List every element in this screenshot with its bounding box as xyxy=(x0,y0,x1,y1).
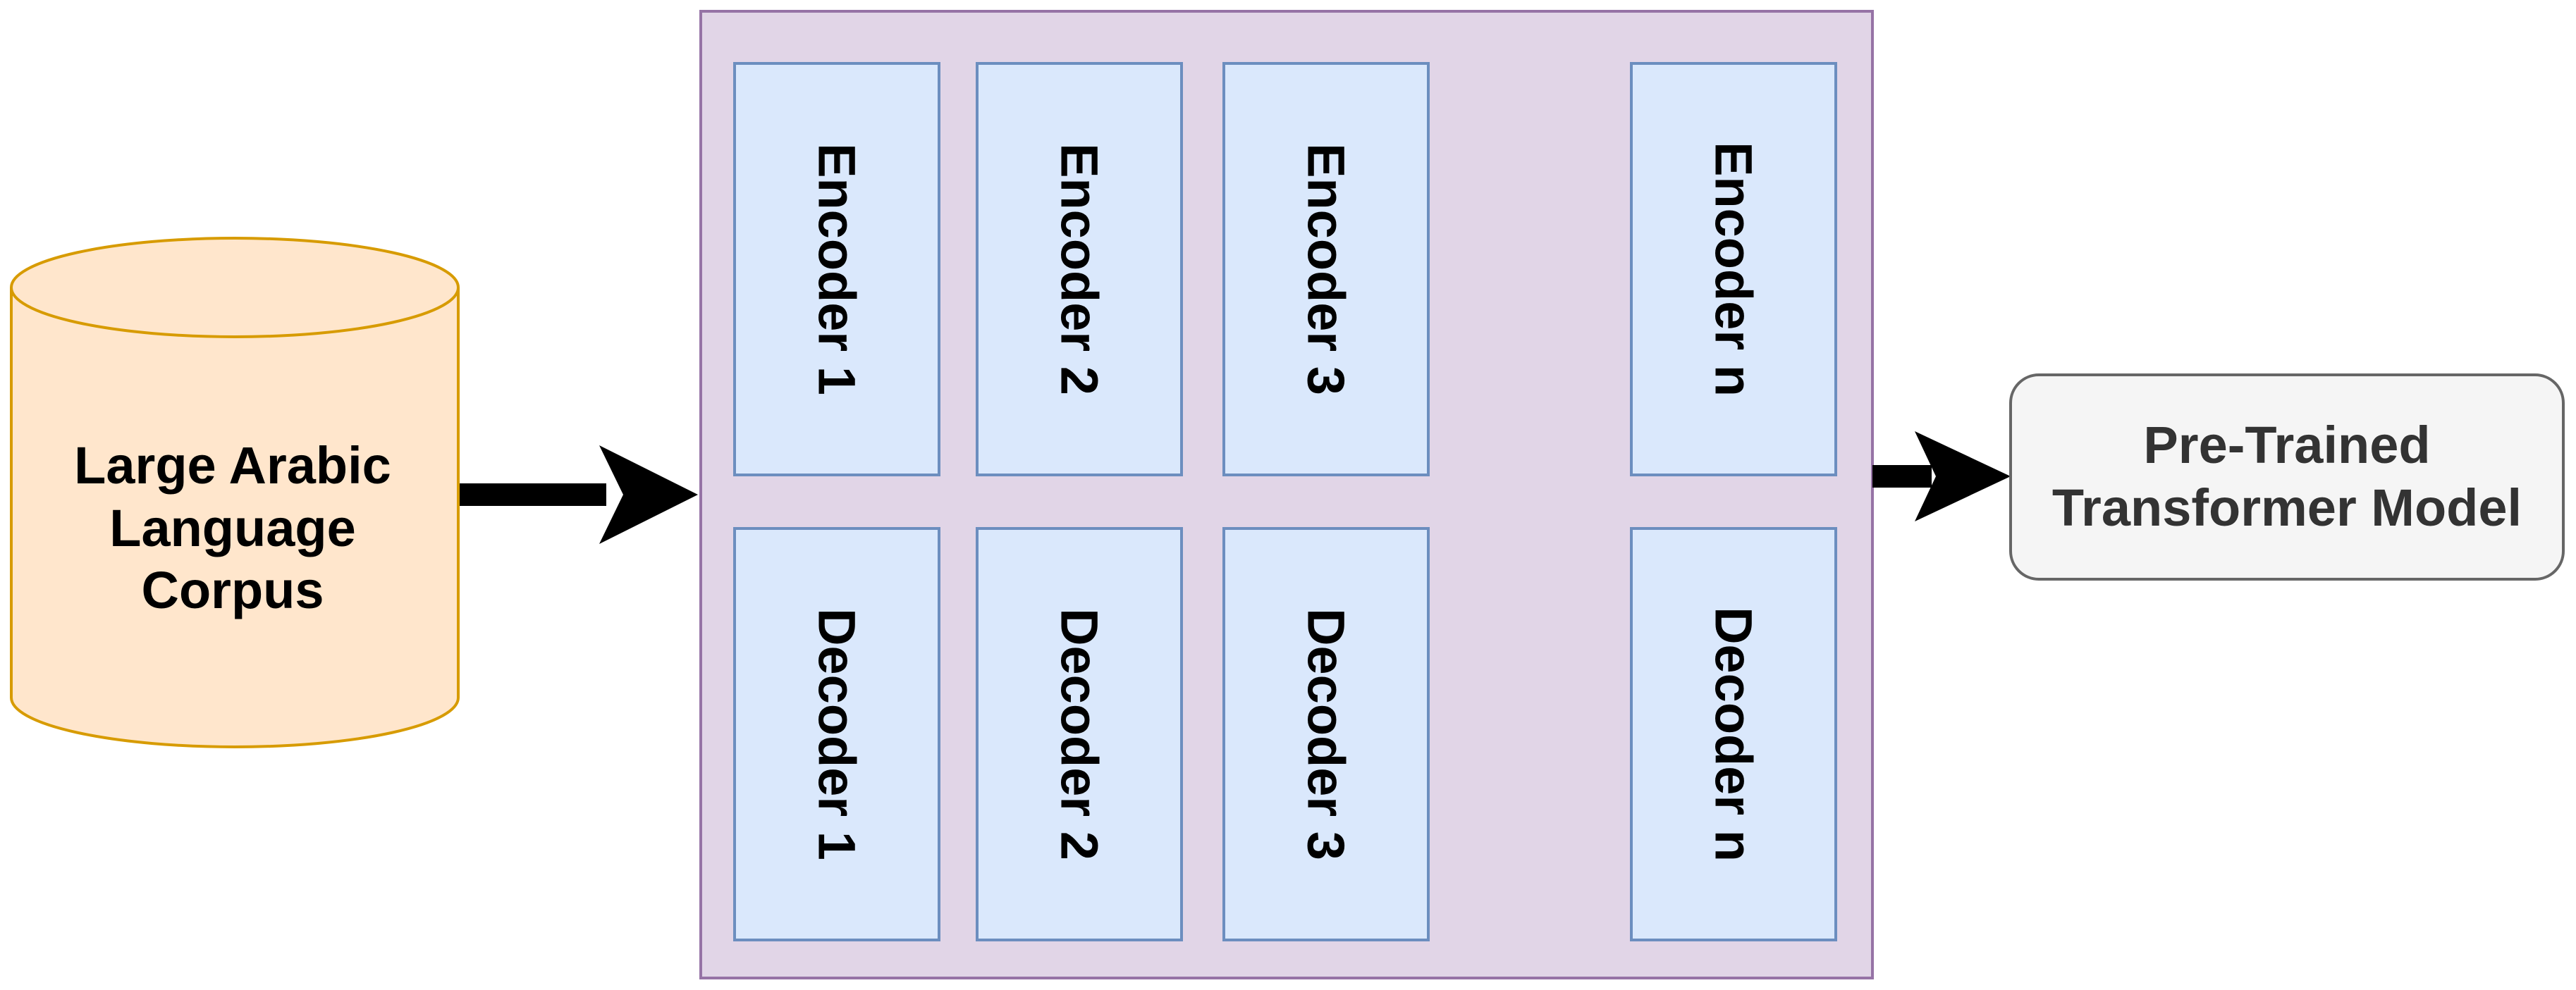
encoder-label-1: Encoder 1 xyxy=(807,143,866,395)
pretrained-model-label: Pre-Trained Transformer Model xyxy=(2013,376,2560,578)
corpus-label-line-3: Corpus xyxy=(141,561,324,620)
corpus-label-line-1: Large Arabic xyxy=(74,435,391,495)
corpus-label-line-2: Language xyxy=(109,498,356,557)
encoder-block-3: Encoder 3 xyxy=(1222,62,1430,476)
encoder-block-n: Encoder n xyxy=(1630,62,1837,476)
decoder-label-2: Decoder 2 xyxy=(1050,608,1109,860)
decoder-block-3: Decoder 3 xyxy=(1222,527,1430,941)
corpus-cylinder xyxy=(10,237,460,748)
input-arrow xyxy=(460,445,698,544)
encoder-block-1: Encoder 1 xyxy=(733,62,940,476)
decoder-block-1: Decoder 1 xyxy=(733,527,940,941)
encoder-label-3: Encoder 3 xyxy=(1296,143,1356,395)
pretrained-model-box xyxy=(2009,373,2565,581)
encoder-label-2: Encoder 2 xyxy=(1050,143,1109,395)
encoder-block-2: Encoder 2 xyxy=(976,62,1183,476)
pretrained-model-label-line-1: Pre-Trained xyxy=(2143,416,2431,475)
decoder-label-n: Decoder n xyxy=(1704,607,1763,862)
encoder-label-n: Encoder n xyxy=(1704,142,1763,397)
decoder-label-1: Decoder 1 xyxy=(807,608,866,860)
decoder-block-2: Decoder 2 xyxy=(976,527,1183,941)
corpus-label: Large Arabic Language Corpus xyxy=(14,423,451,634)
decoder-label-3: Decoder 3 xyxy=(1296,608,1356,860)
output-arrow xyxy=(1872,431,2011,521)
pretrained-model-label-line-2: Transformer Model xyxy=(2051,478,2522,537)
decoder-block-n: Decoder n xyxy=(1630,527,1837,941)
